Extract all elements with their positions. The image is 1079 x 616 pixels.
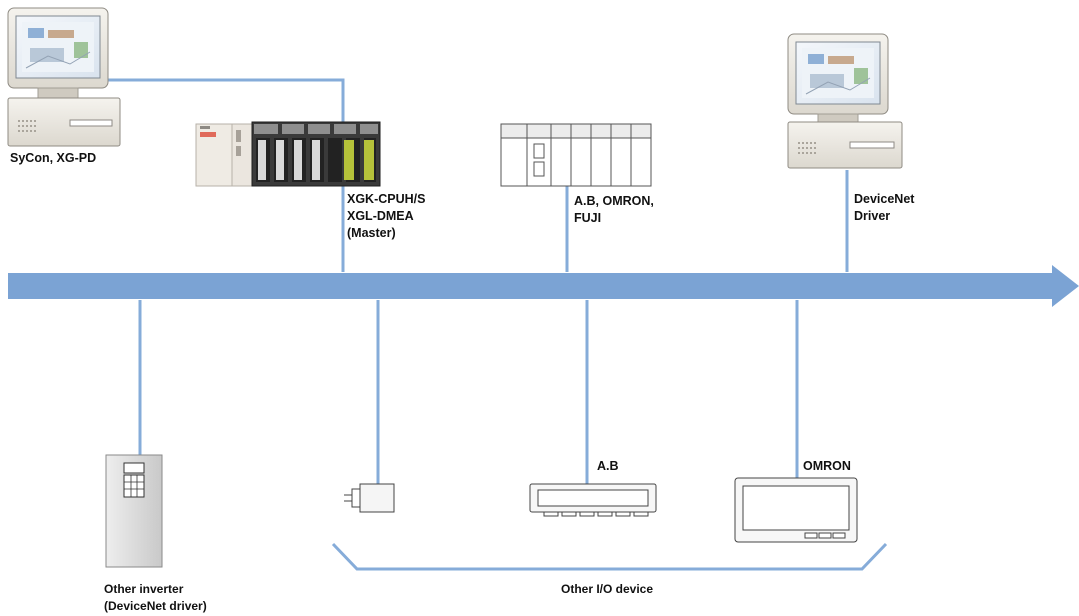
master-label-line-1: XGK-CPUH/S bbox=[347, 192, 426, 206]
connection-lines bbox=[62, 78, 849, 484]
master-label-line-2: XGL-DMEA bbox=[347, 209, 414, 223]
third-party-plc-label: A.B, OMRON, FUJI bbox=[574, 193, 654, 227]
inverter-label: Other inverter (DeviceNet driver) bbox=[104, 581, 207, 615]
ab-device-label: A.B bbox=[597, 459, 619, 473]
plc-rack-icon bbox=[195, 121, 381, 187]
io-group-label: Other I/O device bbox=[561, 582, 654, 596]
third-party-plc-label-line-2: FUJI bbox=[574, 211, 602, 225]
omron-device-label: OMRON bbox=[803, 459, 851, 473]
desktop-computer-icon bbox=[7, 7, 121, 147]
link-pc-left bbox=[62, 78, 345, 272]
io-group-bracket bbox=[331, 542, 888, 571]
master-label: XGK-CPUH/S XGL-DMEA (Master) bbox=[347, 191, 425, 242]
plc-module-icon bbox=[500, 123, 652, 187]
inverter-label-line-2: (DeviceNet driver) bbox=[104, 599, 207, 613]
touch-panel-icon bbox=[734, 477, 858, 543]
inverter-label-line-1: Other inverter bbox=[104, 582, 184, 596]
pc-left-label: SyCon, XG-PD bbox=[10, 151, 97, 165]
network-bus-arrow-icon bbox=[8, 265, 1079, 307]
pc-right-label-line-1: DeviceNet bbox=[854, 192, 915, 206]
servo-motor-icon bbox=[344, 483, 395, 513]
pc-right-label-line-2: Driver bbox=[854, 209, 891, 223]
pc-right-label: DeviceNet Driver bbox=[854, 191, 914, 225]
desktop-computer-icon bbox=[787, 33, 903, 169]
inverter-icon bbox=[105, 454, 163, 568]
master-label-line-3: (Master) bbox=[347, 226, 396, 240]
third-party-plc-label-line-1: A.B, OMRON, bbox=[574, 194, 654, 208]
io-terminal-icon bbox=[529, 483, 657, 517]
